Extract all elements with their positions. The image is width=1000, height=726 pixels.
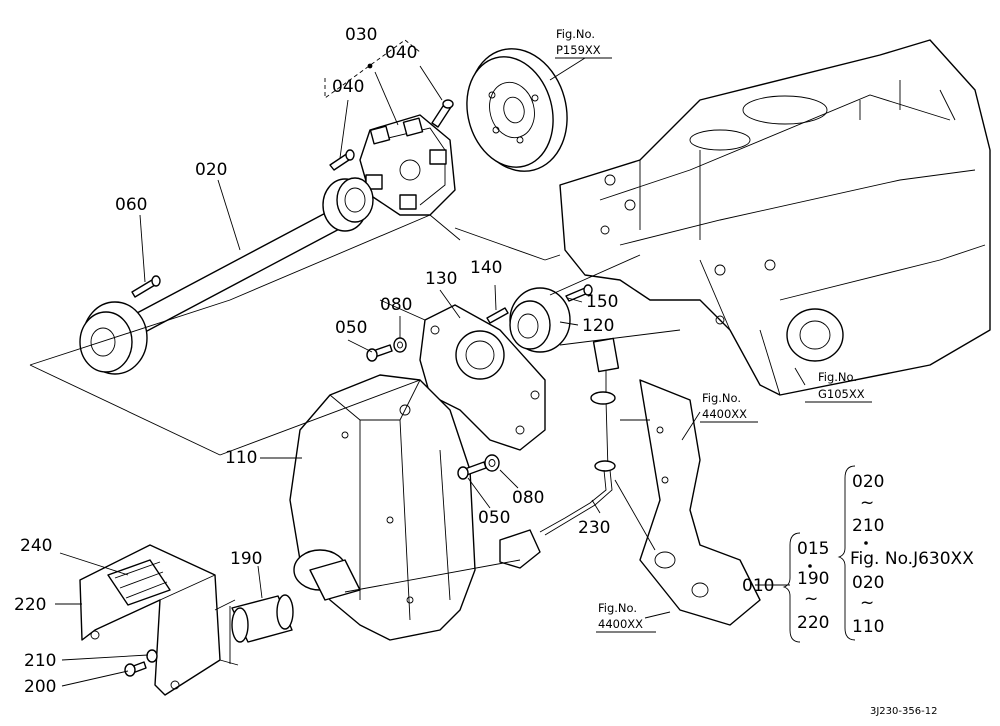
part-label-050-upper: 050	[335, 318, 367, 338]
bolt-200	[124, 661, 147, 677]
part-label-240: 240	[20, 536, 52, 556]
part-label-080-upper: 080	[380, 295, 412, 315]
part-label-230: 230	[578, 518, 610, 538]
drive-shaft	[79, 177, 374, 375]
assembly-key-tilde-left: ~	[804, 589, 818, 609]
leader-lines	[55, 57, 806, 687]
mounting-bracket	[639, 379, 761, 626]
assembly-key-020-b: 020	[852, 573, 884, 593]
assembly-key-015: 015	[797, 539, 829, 559]
bearing-housing	[509, 287, 571, 353]
part-labels: 030 040 040 020 060 130 140 080 050 150 …	[14, 25, 618, 697]
bolt-040-upper	[431, 99, 454, 128]
bolt-150	[565, 284, 593, 302]
assembly-key-210: 210	[852, 516, 884, 536]
assembly-key: 010 015 190 ~ 220 020 ~ 210 Fig. No.J630…	[742, 465, 974, 643]
bolt-050-lower	[457, 461, 487, 480]
assembly-key-110: 110	[852, 617, 884, 637]
fig-ref-housing-line2: G105XX	[818, 387, 865, 401]
exploded-view-guide-lines	[29, 39, 681, 666]
coupling	[359, 114, 456, 216]
assembly-key-tilde-right-2: ~	[860, 593, 874, 613]
flywheel	[466, 48, 568, 172]
part-label-120: 120	[582, 316, 614, 336]
assembly-key-tilde-right-1: ~	[860, 493, 874, 513]
drawing-code: 3J230-356-12	[870, 706, 937, 717]
fig-ref-flywheel-line2: P159XX	[556, 43, 601, 57]
part-label-220: 220	[14, 595, 46, 615]
part-label-200: 200	[24, 677, 56, 697]
bolt-060	[131, 275, 161, 298]
adapter-plate	[419, 304, 546, 451]
assembly-key-010: 010	[742, 576, 774, 596]
bolt-140	[486, 307, 509, 324]
pin-190	[231, 594, 294, 643]
figure-references: Fig.No. P159XX Fig.No. G105XX Fig.No. 44…	[555, 27, 872, 633]
part-label-150: 150	[586, 292, 618, 312]
gear-case	[289, 374, 476, 641]
fig-ref-bracket-lower-line1: Fig.No.	[598, 601, 637, 615]
part-label-050-lower: 050	[478, 508, 510, 528]
part-label-040-upper: 040	[385, 43, 417, 63]
caution-label	[107, 559, 171, 606]
part-label-030: 030	[345, 25, 377, 45]
part-label-140: 140	[470, 258, 502, 278]
washer-080-upper	[393, 337, 407, 353]
fig-ref-flywheel-line1: Fig.No.	[556, 27, 595, 41]
part-label-020: 020	[195, 160, 227, 180]
bolt-050-upper	[366, 344, 393, 362]
fig-ref-bracket-lower-line2: 4400XX	[598, 617, 643, 631]
part-label-080-lower: 080	[512, 488, 544, 508]
part-label-060: 060	[115, 195, 147, 215]
fig-ref-housing-line1: Fig.No.	[818, 370, 857, 384]
part-label-190: 190	[230, 549, 262, 569]
assembly-key-190: 190	[797, 569, 829, 589]
part-label-110: 110	[225, 448, 257, 468]
washer-080-lower	[484, 454, 500, 472]
part-label-040-lower: 040	[332, 77, 364, 97]
assembly-key-020-a: 020	[852, 472, 884, 492]
assembly-key-220: 220	[797, 613, 829, 633]
transmission-housing	[559, 39, 991, 396]
assembly-key-fig-ref: Fig. No.J630XX	[850, 549, 974, 569]
washer-210	[146, 649, 158, 663]
bolt-040-lower	[329, 149, 355, 171]
part-label-130: 130	[425, 269, 457, 289]
fig-ref-bracket-upper-line1: Fig.No.	[702, 391, 741, 405]
sensor-harness	[499, 337, 620, 569]
fig-ref-bracket-upper-line2: 4400XX	[702, 407, 747, 421]
part-label-210: 210	[24, 651, 56, 671]
